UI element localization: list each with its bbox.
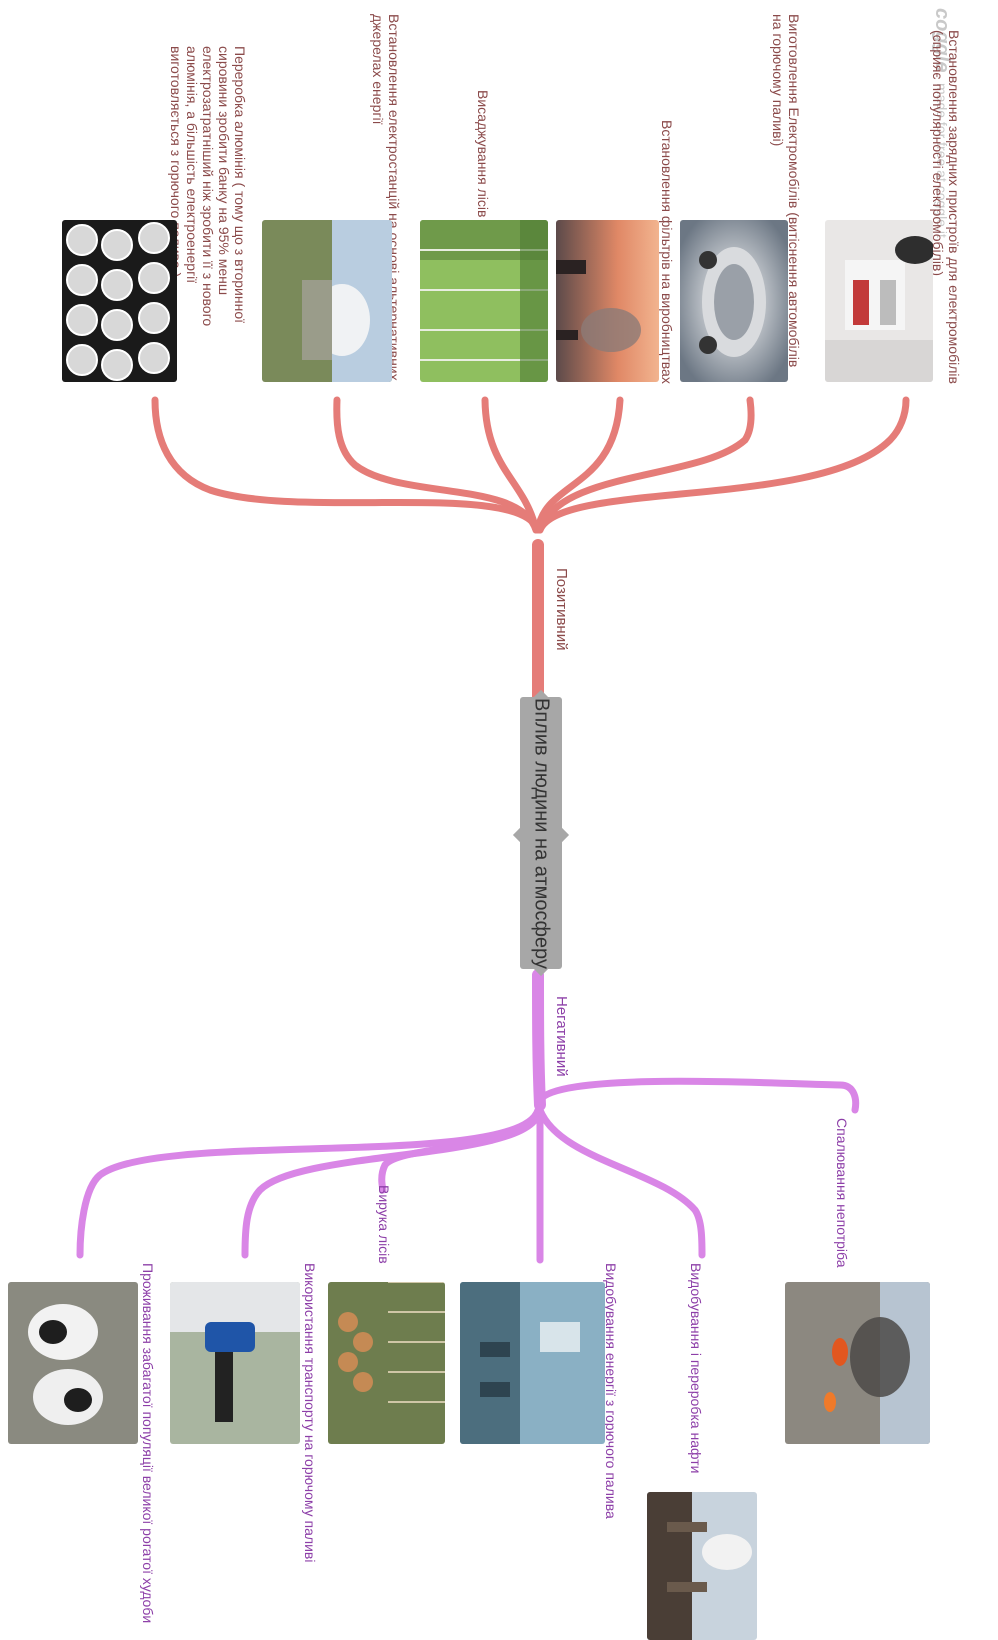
ev-charging-station-photo[interactable]: [825, 220, 933, 382]
positive-item-4-text[interactable]: Висаджування лісів: [475, 90, 491, 218]
burning-trash-photo[interactable]: [785, 1282, 930, 1444]
negative-branch-1: [536, 1077, 860, 1114]
negative-trunk: [532, 969, 546, 1111]
logging-photo[interactable]: [328, 1282, 445, 1444]
negative-item-1-text[interactable]: Спалювання непотріба: [834, 1118, 850, 1268]
watermark-text: made for free at coggle.it: [934, 82, 950, 238]
negative-item-3-text[interactable]: Видобування енергії з горючого палива: [603, 1263, 619, 1519]
cattle-photo[interactable]: [8, 1282, 138, 1444]
positive-item-6-text[interactable]: Переробка алюмінія ( тому що з вторинної…: [168, 46, 248, 327]
watermark: coggle made for free at coggle.it: [930, 8, 953, 238]
factory-smoke-sunset-photo[interactable]: [556, 220, 659, 382]
negative-item-5-text[interactable]: Використання транспорту на горючому пали…: [302, 1263, 318, 1563]
negative-item-6-text[interactable]: Проживання забагатої популяції великої р…: [140, 1263, 156, 1624]
forest-photo[interactable]: [420, 220, 548, 382]
positive-branch-2: [536, 396, 755, 534]
fuel-pump-photo[interactable]: [170, 1282, 300, 1444]
negative-branch-5: [241, 1111, 542, 1259]
oil-refinery-photo[interactable]: [647, 1492, 757, 1640]
positive-branch-6: [151, 396, 542, 534]
negative-item-2-text[interactable]: Видобування і переробка нафти: [688, 1263, 704, 1474]
positive-item-1-text[interactable]: Встановлення зарядних пристроїв для елек…: [930, 30, 962, 384]
positive-branch-3: [534, 396, 624, 534]
center-node[interactable]: Вплив людини на атмосферу: [520, 697, 562, 969]
negative-item-4-text[interactable]: Вирука лісів: [376, 1185, 392, 1264]
negative-branch-6: [76, 1106, 542, 1259]
electric-car-photo[interactable]: [680, 220, 788, 382]
negative-branch-label[interactable]: Негативний: [553, 996, 570, 1077]
coggle-logo: coggle: [931, 8, 953, 73]
negative-branch-2: [536, 1106, 706, 1259]
positive-branch-5: [333, 396, 540, 534]
positive-branch-label[interactable]: Позитивний: [553, 568, 570, 651]
aluminum-cans-photo[interactable]: [62, 220, 177, 382]
center-node-title: Вплив людини на атмосферу: [530, 697, 553, 969]
positive-branch-1: [536, 396, 910, 534]
positive-item-3-text[interactable]: Встановлення фільтрів на виробництвах: [659, 120, 675, 384]
positive-branch-4: [481, 396, 540, 534]
geothermal-plant-photo[interactable]: [262, 220, 392, 382]
power-plant-photo[interactable]: [460, 1282, 605, 1444]
positive-item-2-text[interactable]: Виготовлення Електромобілів (витіснення …: [770, 14, 802, 368]
